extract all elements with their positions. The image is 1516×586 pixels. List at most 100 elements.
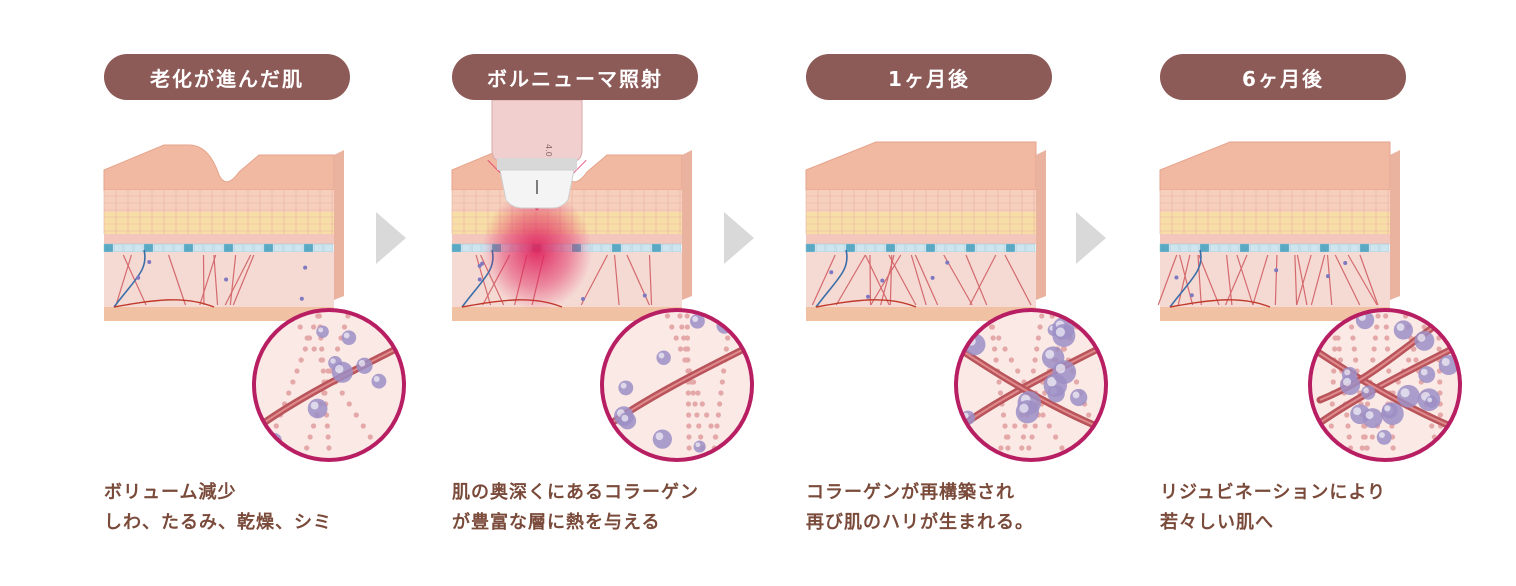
fibroblast (480, 261, 485, 266)
collagen-magnifier (600, 308, 754, 462)
collagen-bead (1000, 412, 1007, 418)
basal-cell (935, 243, 946, 253)
collagen-bead (294, 368, 300, 374)
collagen-bead (304, 445, 310, 451)
collagen-bead (1094, 434, 1100, 440)
fibroblast (945, 260, 950, 265)
collagen-bead (1370, 357, 1376, 363)
collagen-bead (1386, 368, 1392, 374)
collagen-bead (1413, 357, 1419, 363)
collagen-bead (698, 434, 704, 440)
collagen-bead (325, 434, 331, 440)
collagen-bead (360, 423, 366, 429)
collagen-bead (265, 445, 271, 451)
cell-sphere (341, 330, 357, 346)
collagen-bead (1002, 423, 1008, 429)
fibroblast (1174, 275, 1179, 280)
collagen-bead (686, 412, 692, 418)
collagen-bead (1086, 412, 1092, 418)
collagen-bead (1460, 357, 1465, 362)
collagen-bead (1468, 390, 1470, 395)
cell-sphere (1418, 366, 1436, 384)
collagen-bead (677, 346, 684, 352)
basal-cell (905, 243, 916, 253)
fibroblast (1325, 274, 1330, 279)
collagen-bead (1432, 302, 1437, 307)
collagen-bead (1344, 412, 1350, 418)
cell-highlight (1365, 411, 1374, 420)
blood-vessel (113, 299, 215, 308)
collagen-bead (1406, 357, 1412, 363)
skin-side-face (1390, 150, 1400, 300)
caption-line: しわ、たるみ、乾燥、シミ (104, 512, 332, 533)
basal-cell (1359, 243, 1370, 253)
basal-cell (243, 243, 254, 253)
basal-cell (965, 243, 976, 253)
blood-vessel (1169, 299, 1271, 308)
basal-cell (163, 243, 174, 253)
collagen-bead (1022, 423, 1028, 429)
cell-highlight (1344, 369, 1351, 376)
basal-cell (143, 243, 154, 253)
collagen-bead (1330, 379, 1336, 385)
magnifier-ring (600, 308, 754, 462)
blood-vessel (815, 299, 917, 308)
collagen-bead (326, 445, 332, 451)
basal-cell (273, 243, 284, 253)
cell-highlight (1417, 333, 1426, 342)
basal-cell (1179, 243, 1190, 253)
cell-highlight (658, 352, 665, 359)
stage-caption: ボリューム減少 しわ、たるみ、乾燥、シミ (104, 478, 434, 538)
collagen-bead (349, 302, 354, 307)
fibroblast (1343, 261, 1348, 266)
collagen-bead (1332, 346, 1338, 352)
basal-cell (1319, 243, 1330, 253)
epidermis-layer (1160, 190, 1390, 212)
six-month-skin-illustration (1157, 141, 1470, 462)
caption-line: が豊富な層に熱を与える (452, 512, 661, 533)
collagen-bead (1041, 302, 1046, 307)
basal-cell (1279, 243, 1290, 253)
basal-cell (103, 243, 114, 253)
collagen-bead (908, 401, 913, 406)
cell-layer (104, 234, 334, 244)
cell-highlight (695, 442, 701, 448)
cell-sphere (356, 357, 373, 374)
collagen-bead (1053, 434, 1059, 440)
collagen-bead (719, 379, 725, 385)
collagen-bead (1002, 346, 1008, 352)
collagen-bead (713, 434, 719, 440)
fibroblast (880, 278, 885, 283)
basal-cell (591, 243, 602, 253)
treatment-device: 4.0 (491, 100, 583, 209)
collagen-bead (311, 346, 317, 352)
collagen-bead (914, 390, 919, 395)
collagen-bead (298, 357, 304, 363)
caption-line: 肌の奥深くにあるコラーゲン (452, 482, 699, 503)
collagen-bead (991, 346, 998, 352)
collagen-bead (998, 445, 1004, 451)
collagen-bead (721, 368, 727, 374)
magnifier-ring (1308, 308, 1462, 462)
cell-highlight (1441, 358, 1450, 367)
treatment-skin-illustration: 4.0 (451, 100, 754, 462)
caption-line: ボリューム減少 (104, 482, 237, 503)
basal-cell (845, 243, 856, 253)
basal-cell (1369, 243, 1380, 253)
cell-highlight (373, 376, 380, 382)
chevron-right-icon (1076, 212, 1106, 264)
collagen-bead (1068, 302, 1073, 307)
cell-sphere (693, 440, 706, 453)
basal-cell (611, 243, 622, 253)
collagen-bead (1353, 357, 1359, 363)
basal-cell (671, 243, 682, 253)
epidermis-layer (806, 190, 1036, 212)
cell-layer (1160, 234, 1390, 244)
collagen-bead (335, 346, 341, 352)
cell-sphere (1376, 429, 1392, 445)
collagen-magnifier (1308, 302, 1470, 462)
skin-surface (1159, 141, 1391, 191)
collagen-bead (1437, 412, 1444, 418)
cell-sphere (316, 325, 329, 339)
collagen-bead (290, 379, 296, 385)
